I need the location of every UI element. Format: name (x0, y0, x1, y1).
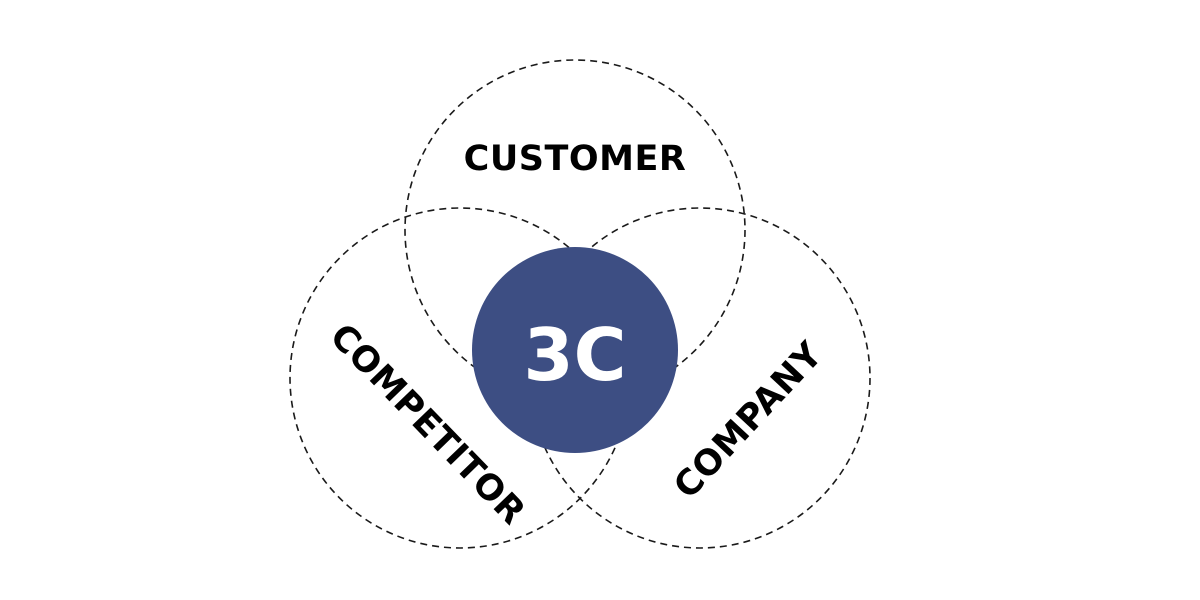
center-label: 3C (524, 313, 627, 397)
customer-label: CUSTOMER (464, 139, 687, 179)
company-label: COMPANY (667, 335, 831, 507)
center-hub (472, 247, 678, 453)
